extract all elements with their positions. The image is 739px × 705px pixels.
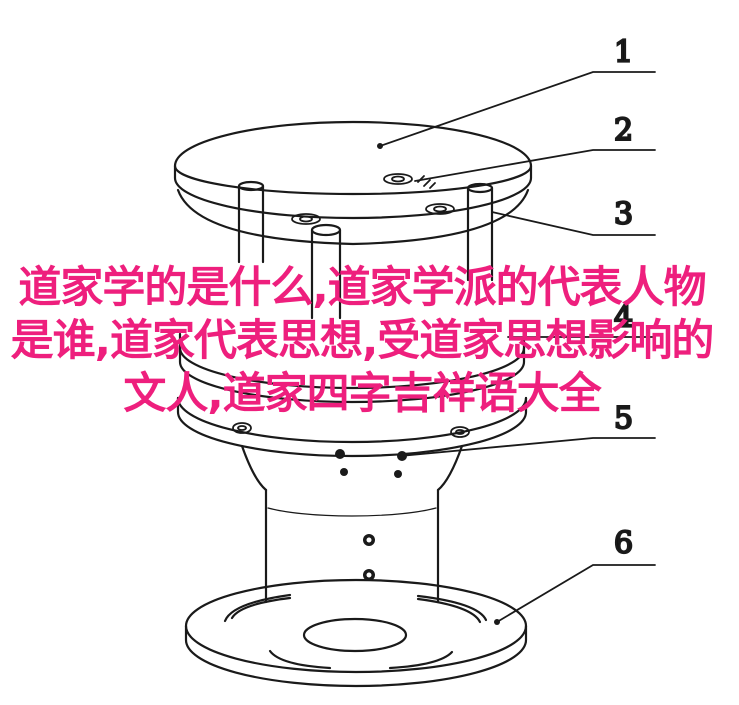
callout-5-number: 5 <box>614 401 633 436</box>
flange-holes <box>335 449 407 478</box>
callout-4-number: 4 <box>614 300 633 335</box>
callout-1-number: 1 <box>614 35 633 70</box>
support-pillars <box>237 180 494 320</box>
callout-2-number: 2 <box>614 113 633 148</box>
callout-3-number: 3 <box>614 197 633 232</box>
leader-lines <box>379 71 656 623</box>
overlay-title: 道家学的是什么,道家学派的代表人物是谁,道家代表思想,受道家思想影响的文人,道家… <box>10 263 715 419</box>
ring-holes <box>232 422 470 438</box>
top-cap <box>173 120 533 246</box>
cap-holes <box>291 173 455 225</box>
lower-body <box>264 488 440 604</box>
base-plate <box>184 578 528 688</box>
callout-6-number: 6 <box>614 526 633 561</box>
radiation-rings <box>176 332 528 458</box>
flange <box>240 444 464 492</box>
